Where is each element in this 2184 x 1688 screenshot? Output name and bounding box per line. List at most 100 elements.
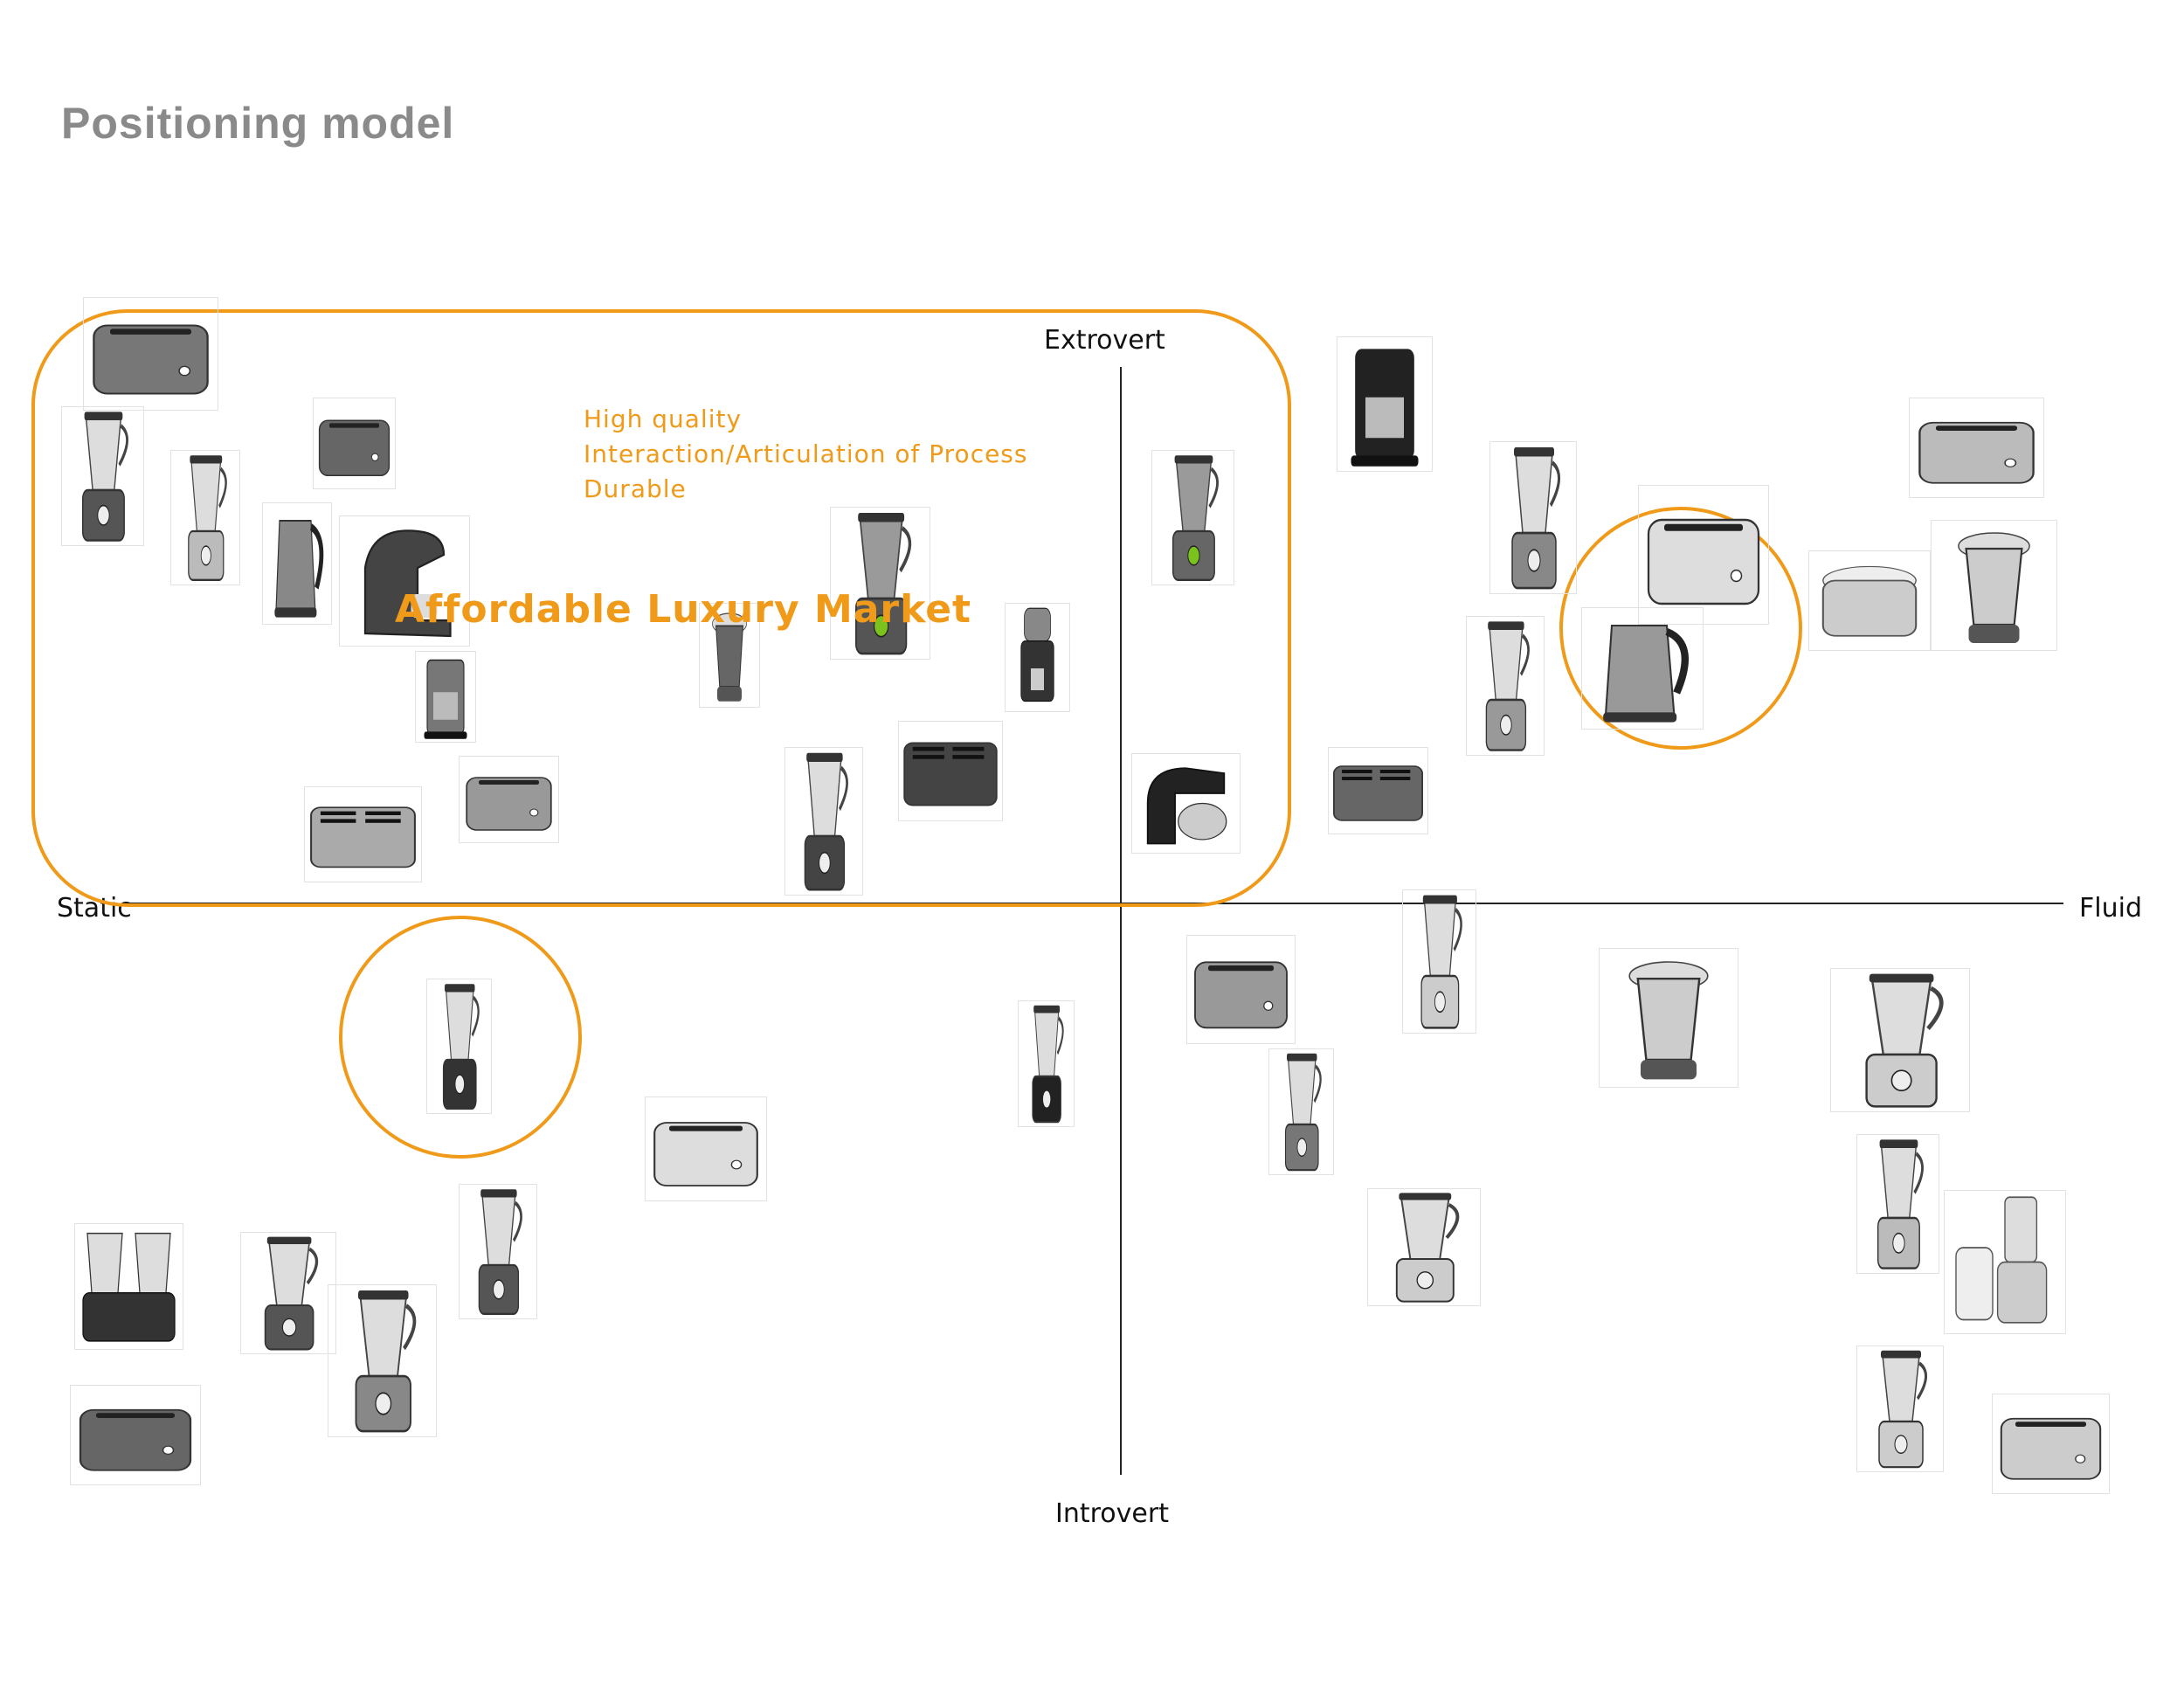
coffee-maker-icon bbox=[415, 651, 476, 743]
product-image-frame bbox=[830, 507, 930, 660]
product-image-frame bbox=[1599, 948, 1738, 1088]
blender-icon bbox=[1402, 889, 1476, 1034]
attribute-interaction: Interaction/Articulation of Process bbox=[584, 439, 1028, 468]
blender-icon bbox=[1489, 441, 1577, 594]
coffee-grinder-icon bbox=[1005, 603, 1070, 712]
vertical-axis bbox=[1120, 367, 1122, 1475]
product-image-frame bbox=[1830, 968, 1970, 1112]
rice-cooker-icon bbox=[1808, 550, 1931, 651]
blender-icon bbox=[784, 747, 863, 896]
product-image-frame bbox=[74, 1223, 183, 1350]
product-image-frame bbox=[1402, 889, 1476, 1034]
product-image-frame bbox=[426, 979, 492, 1114]
blender-icon bbox=[1856, 1346, 1944, 1472]
attribute-high-quality: High quality bbox=[584, 405, 743, 433]
blender-icon bbox=[1268, 1048, 1334, 1175]
product-image-frame bbox=[1005, 603, 1070, 712]
product-image-frame bbox=[1328, 747, 1428, 834]
toaster-icon bbox=[459, 756, 559, 843]
four-slice-toaster-icon bbox=[304, 786, 422, 882]
product-image-frame bbox=[339, 515, 470, 647]
product-image-frame bbox=[784, 747, 863, 896]
page-title: Positioning model bbox=[61, 99, 455, 148]
horizontal-axis-right bbox=[1120, 903, 2063, 904]
product-image-frame bbox=[699, 603, 760, 708]
attribute-durable: Durable bbox=[584, 474, 687, 503]
long-slot-toaster-icon bbox=[83, 297, 218, 411]
axis-label-extrovert: Extrovert bbox=[1044, 325, 1165, 356]
blender-icon bbox=[61, 406, 144, 546]
product-image-frame bbox=[1131, 753, 1241, 854]
product-image-frame bbox=[313, 398, 396, 489]
axis-label-introvert: Introvert bbox=[1055, 1498, 1169, 1529]
green-blender-icon bbox=[830, 507, 930, 660]
blender-icon bbox=[1018, 1000, 1075, 1127]
product-image-frame bbox=[645, 1097, 767, 1201]
product-image-frame bbox=[240, 1232, 336, 1354]
market-attributes: High quality Interaction/Articulation of… bbox=[584, 402, 1027, 507]
market-label: Affordable Luxury Market bbox=[395, 587, 972, 632]
blender-icon bbox=[1367, 1188, 1481, 1306]
product-image-frame bbox=[1992, 1394, 2110, 1494]
kettle-icon bbox=[262, 502, 332, 625]
stand-mixer-icon bbox=[1131, 753, 1241, 854]
product-image-frame bbox=[1018, 1000, 1075, 1127]
product-image-frame bbox=[415, 651, 476, 743]
product-image-frame bbox=[170, 450, 240, 585]
long-slot-toaster-icon bbox=[645, 1097, 767, 1201]
four-slice-toaster-icon bbox=[1328, 747, 1428, 834]
product-image-frame bbox=[459, 1184, 537, 1319]
blender-icon bbox=[170, 450, 240, 585]
product-image-frame bbox=[1808, 550, 1931, 651]
product-image-frame bbox=[1489, 441, 1577, 594]
product-image-frame bbox=[1186, 935, 1296, 1044]
product-image-frame bbox=[1367, 1188, 1481, 1306]
product-image-frame bbox=[459, 756, 559, 843]
affordable-luxury-market-region bbox=[31, 309, 1291, 907]
green-blender-icon bbox=[1151, 450, 1234, 585]
product-image-frame bbox=[328, 1284, 437, 1437]
product-image-frame bbox=[1638, 485, 1769, 625]
product-image-frame bbox=[262, 502, 332, 625]
product-image-frame bbox=[1944, 1190, 2066, 1334]
product-image-frame bbox=[1909, 398, 2044, 498]
four-slice-toaster-icon bbox=[898, 721, 1003, 821]
blender-icon bbox=[1830, 968, 1970, 1112]
product-image-frame bbox=[1337, 336, 1433, 472]
food-processor-icon bbox=[1944, 1190, 2066, 1334]
toaster-icon bbox=[1909, 398, 2044, 498]
product-image-frame bbox=[1581, 607, 1704, 730]
toaster-icon bbox=[1992, 1394, 2110, 1494]
coffee-machine-icon bbox=[1337, 336, 1433, 472]
kettle-icon bbox=[1581, 607, 1704, 730]
product-image-frame bbox=[1856, 1134, 1939, 1274]
toaster-icon bbox=[70, 1385, 201, 1485]
product-image-frame bbox=[304, 786, 422, 882]
highlight-circle-static bbox=[339, 916, 582, 1159]
toaster-icon bbox=[1638, 485, 1769, 625]
product-image-frame bbox=[1856, 1346, 1944, 1472]
toaster-icon bbox=[313, 398, 396, 489]
product-image-frame bbox=[1466, 616, 1545, 756]
blender-icon bbox=[1466, 616, 1545, 756]
product-image-frame bbox=[898, 721, 1003, 821]
product-image-frame bbox=[1268, 1048, 1334, 1175]
twin-slush-machine-icon bbox=[74, 1223, 183, 1350]
highlight-circle-fluid bbox=[1559, 507, 1802, 750]
blender-icon bbox=[240, 1232, 336, 1354]
long-slot-toaster-icon bbox=[1186, 935, 1296, 1044]
citrus-juicer-icon bbox=[699, 603, 760, 708]
blender-icon bbox=[1856, 1134, 1939, 1274]
product-image-frame bbox=[1151, 450, 1234, 585]
pod-coffee-maker-icon bbox=[339, 515, 470, 647]
blender-icon bbox=[328, 1284, 437, 1437]
blender-icon bbox=[426, 979, 492, 1114]
product-image-frame bbox=[61, 406, 144, 546]
product-image-frame bbox=[1931, 520, 2057, 651]
product-image-frame bbox=[83, 297, 218, 411]
product-image-frame bbox=[70, 1385, 201, 1485]
juicer-icon bbox=[1931, 520, 2057, 651]
axis-label-fluid: Fluid bbox=[2079, 893, 2142, 924]
juicer-icon bbox=[1599, 948, 1738, 1088]
blender-icon bbox=[459, 1184, 537, 1319]
